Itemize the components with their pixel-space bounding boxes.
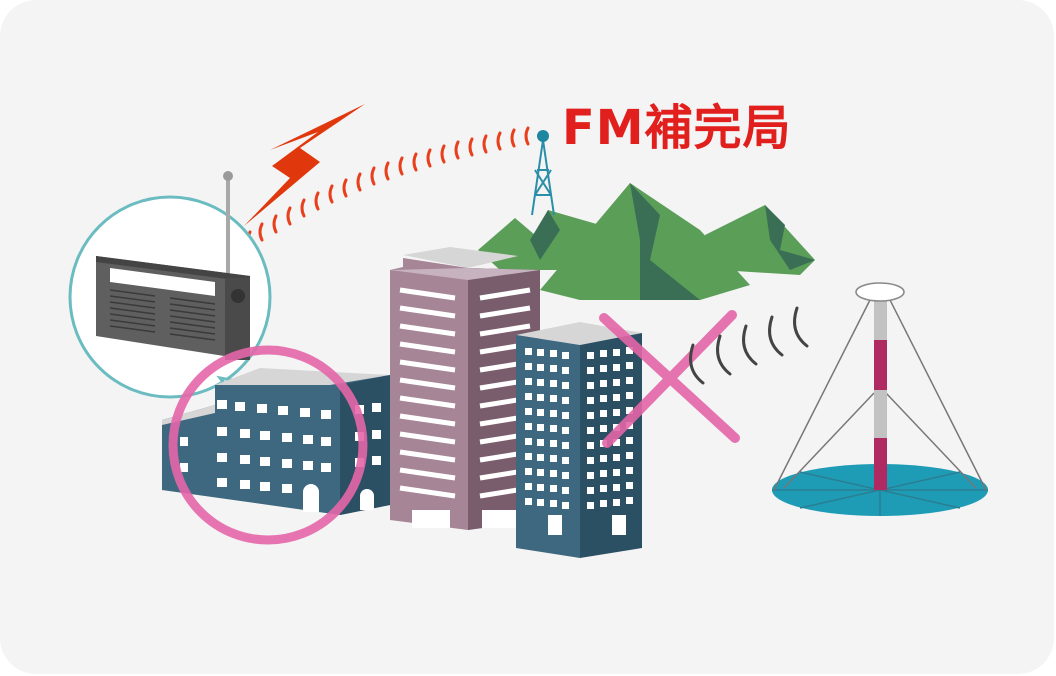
- blocked-signal-wave-icon: [689, 306, 809, 385]
- radio-icon: [96, 171, 250, 360]
- fm-relay-station-title: FM補完局: [562, 100, 792, 156]
- signal-wave-icon: [246, 126, 530, 250]
- transmission-tower-icon: [531, 130, 555, 216]
- am-antenna-icon: [772, 282, 988, 516]
- lightning-icon: [244, 104, 365, 226]
- cross-icon: [599, 310, 740, 448]
- apartment-tower-icon: [516, 322, 642, 558]
- interference-circle-icon: [168, 345, 368, 545]
